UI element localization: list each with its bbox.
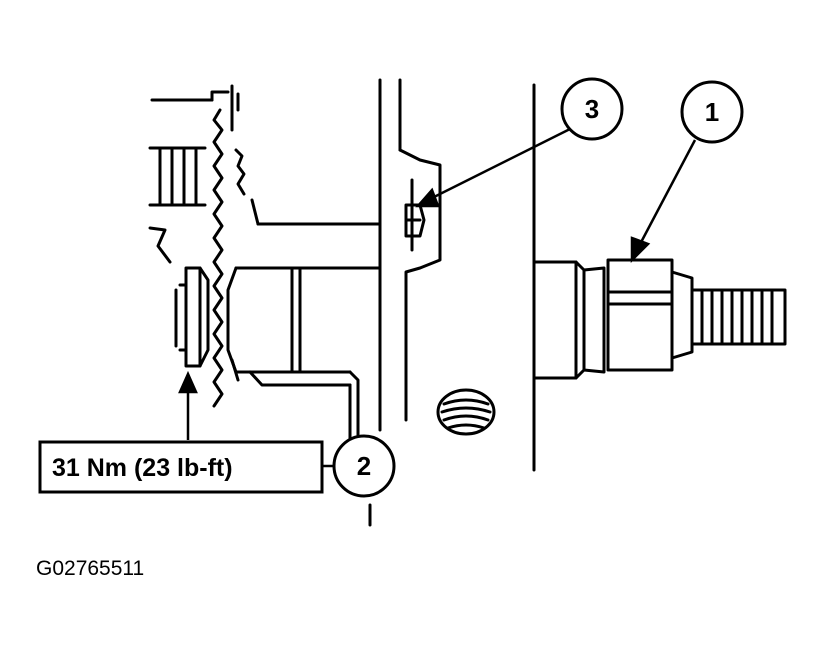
callout-3-label: 3 [585,94,599,124]
callout-3: 3 [560,77,624,141]
bracket-plate [250,78,442,527]
callout-1: 1 [680,80,744,144]
figure-id: G02765511 [36,557,145,580]
small-bolt [404,203,426,238]
bolt-head [174,266,210,368]
shaft [226,266,382,387]
callout-2: 2 [332,434,396,498]
sprocket [212,92,246,408]
callout-2-label: 2 [357,451,371,481]
sensor-assembly [532,258,787,380]
torque-spec-box: 31 Nm (23 lb-ft) [38,440,324,494]
upper-left-housing [148,84,234,264]
threaded-hole [436,388,496,436]
callout-1-label: 1 [705,97,719,127]
torque-spec-label: 31 Nm (23 lb-ft) [52,454,233,482]
leader-lines [178,126,697,468]
